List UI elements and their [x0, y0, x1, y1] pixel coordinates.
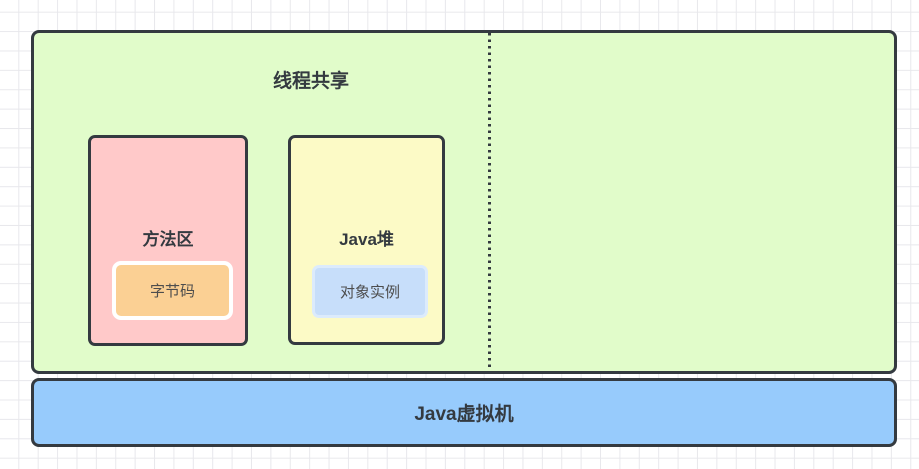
method-area-label: 方法区 [142, 230, 194, 249]
bytecode-label: 字节码 [149, 283, 195, 300]
object-instance-chip: 对象实例 [312, 265, 428, 318]
java-heap-label: Java堆 [339, 230, 394, 249]
object-instance-label: 对象实例 [339, 284, 400, 301]
jvm-bar: Java虚拟机 [31, 378, 897, 447]
jvm-bar-label: Java虚拟机 [414, 404, 514, 425]
thread-shared-label: 线程共享 [272, 71, 349, 92]
bytecode-chip: 字节码 [112, 261, 233, 320]
dotted-divider-line [488, 33, 491, 372]
